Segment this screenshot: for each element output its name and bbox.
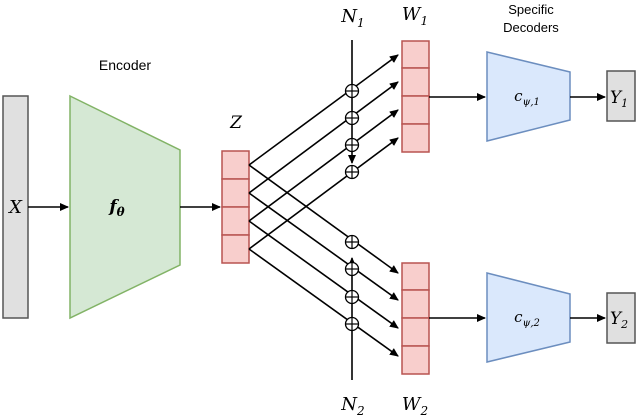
encoder-trapezoid xyxy=(69,94,181,320)
encoder-title: Encoder xyxy=(99,57,151,73)
decoder2-trapezoid xyxy=(486,272,571,363)
noise-adders-bottom xyxy=(344,234,360,332)
encoder-fn-label: fθ xyxy=(108,197,124,219)
edge-z-w1 xyxy=(248,137,399,250)
w1-label: W1 xyxy=(402,4,428,28)
z-cell xyxy=(221,206,250,236)
w2-cell xyxy=(401,289,430,319)
w1-cell xyxy=(401,123,430,153)
w2-cell xyxy=(401,262,430,291)
decoder1-trapezoid xyxy=(486,51,571,142)
edge-z-w2 xyxy=(248,164,399,274)
output-y1-node: Y1 xyxy=(606,70,636,122)
plus-icon xyxy=(344,137,360,153)
w2-cell xyxy=(401,317,430,347)
plus-icon xyxy=(344,261,360,277)
w1-cell xyxy=(401,40,430,69)
plus-icon xyxy=(344,316,360,332)
w2-cell xyxy=(401,345,430,375)
z-cell xyxy=(221,150,250,180)
decoder1-label: cψ,1 xyxy=(514,87,540,108)
decoder1-node: cψ,1 xyxy=(486,51,571,142)
decoders-title-line2: Decoders xyxy=(503,20,559,35)
noise-adders-top xyxy=(344,83,360,180)
noise1-label: N1 xyxy=(340,6,364,30)
output-y2-node: Y2 xyxy=(606,292,636,344)
plus-icon xyxy=(344,164,360,180)
z-cell xyxy=(221,234,250,264)
latent-label: Z xyxy=(229,113,243,133)
plus-icon xyxy=(344,83,360,99)
w2-vector xyxy=(401,262,430,375)
input-bar xyxy=(2,95,29,319)
input-label: X xyxy=(7,197,23,218)
decoder2-node: cψ,2 xyxy=(486,272,571,363)
edge-z-w1 xyxy=(248,54,399,166)
z-cell xyxy=(221,178,250,208)
w1-cell xyxy=(401,95,430,125)
w1-cell xyxy=(401,67,430,97)
decoder2-label: cψ,2 xyxy=(514,308,540,329)
noise2-label: N2 xyxy=(340,394,364,418)
plus-icon xyxy=(344,110,360,126)
w2-label: W2 xyxy=(402,394,428,418)
input-x-node: X xyxy=(2,95,29,319)
w1-vector xyxy=(401,40,430,153)
edge-z-w2 xyxy=(248,220,399,329)
edges-z-to-w2 xyxy=(248,164,399,357)
plus-icon xyxy=(344,234,360,250)
edge-z-w2 xyxy=(248,248,399,357)
output-y1-label: Y1 xyxy=(610,88,628,110)
output-y1-box xyxy=(606,70,636,122)
latent-z-vector xyxy=(221,150,250,264)
plus-icon xyxy=(344,289,360,305)
edge-z-w1 xyxy=(248,81,399,194)
edges-z-to-w1 xyxy=(248,54,399,250)
encoder-node: Encoder fθ xyxy=(69,57,181,320)
output-y2-label: Y2 xyxy=(610,309,628,331)
edge-z-w1 xyxy=(248,109,399,222)
output-y2-box xyxy=(606,292,636,344)
edge-z-w2 xyxy=(248,192,399,301)
decoders-title-line1: Specific xyxy=(508,2,554,17)
